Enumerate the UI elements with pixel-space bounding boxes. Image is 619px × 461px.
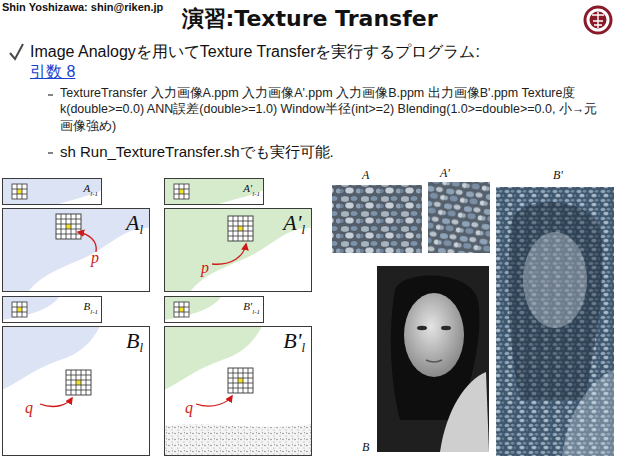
image-label: A'	[440, 166, 450, 181]
level-subscript: l-1	[252, 190, 260, 198]
pixel-label: q	[25, 399, 33, 417]
level-subscript: l	[139, 222, 143, 237]
panel-label: Bl-1	[83, 296, 98, 317]
panel-box: Bl-1	[2, 296, 102, 323]
panel-name: A'	[243, 182, 252, 194]
level-subscript: l	[139, 340, 143, 355]
image-label: A	[362, 168, 369, 183]
level-subscript: l-1	[90, 308, 98, 316]
portrait-image	[377, 266, 489, 452]
panel-name: B'	[243, 300, 252, 312]
texture-image	[428, 182, 490, 253]
link-text: 引数 8	[30, 62, 75, 82]
dash-mark	[48, 152, 53, 153]
panel-name: B'	[283, 328, 301, 353]
sub-bullet-text: TextureTransfer 入力画像A.ppm 入力画像A'.ppm 入力画…	[60, 85, 608, 134]
image-label: B	[362, 440, 369, 455]
level-subscript: l-1	[90, 190, 98, 198]
panel-box: A'l p	[164, 208, 312, 292]
sub-bullet-text: sh Run_TextureTransfer.shでも実行可能.	[60, 143, 600, 162]
panel-box: B'l-1	[164, 296, 264, 323]
panel-label: Al	[126, 211, 143, 237]
grid-icon	[66, 370, 91, 395]
pixel-label: p	[91, 249, 99, 267]
bullet-text: Image Analogyを用いてTexture Transferを実行するプロ…	[30, 42, 610, 62]
level-subscript: l-1	[252, 308, 260, 316]
level-subscript: l	[301, 340, 305, 355]
grid-icon	[228, 368, 253, 393]
grid-icon	[56, 214, 81, 239]
image-label: B'	[553, 168, 563, 183]
dash-mark	[48, 94, 53, 95]
panel-name: A	[83, 182, 90, 194]
grid-icon	[174, 184, 189, 199]
grid-icon	[12, 184, 27, 199]
panel-name: A'	[283, 210, 301, 235]
panel-name: B	[83, 300, 90, 312]
grid-icon	[12, 302, 27, 317]
panel-label: B'l	[283, 329, 305, 355]
panel-box: Al p	[2, 208, 150, 292]
panel-box: A'l-1	[164, 178, 264, 205]
result-image	[496, 187, 614, 456]
regions	[2, 178, 312, 456]
level-subscript: l	[301, 222, 305, 237]
panel-label: Bl	[126, 329, 143, 355]
panel-box: B'l q	[164, 326, 312, 456]
check-mark	[10, 44, 23, 59]
pixel-label: p	[201, 259, 209, 277]
grid-icon	[228, 216, 253, 241]
author-note: Shin Yoshizawa: shin@riken.jp	[2, 1, 163, 13]
panel-label: B'l-1	[243, 296, 260, 317]
panel-name: A	[126, 210, 139, 235]
match-arrows	[40, 232, 246, 406]
panel-box: Al-1	[2, 178, 102, 205]
pixel-label: q	[185, 399, 193, 417]
panel-label: Al-1	[83, 178, 98, 199]
panel-label: A'l-1	[243, 178, 260, 199]
panel-label: A'l	[283, 211, 305, 237]
panel-box: Bl q	[2, 326, 150, 456]
logo	[585, 7, 611, 33]
grid-icon	[174, 302, 189, 317]
texture-image	[332, 185, 422, 253]
panel-name: B	[126, 328, 139, 353]
